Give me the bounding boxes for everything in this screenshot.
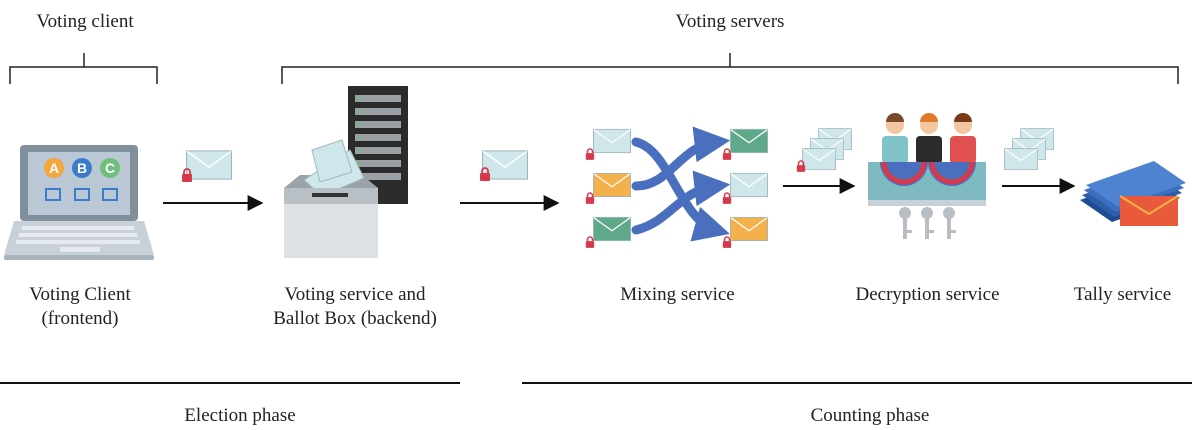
voting-client-label-line2: (frontend) [41,308,119,329]
election-phase-label: Election phase [184,405,296,426]
server-rack-icon [348,86,408,204]
ballot-choice-a: A [49,160,59,176]
voting-service-label: Voting service and Ballot Box (backend) [240,283,470,331]
decryption-service-label: Decryption service [855,284,1000,305]
voting-client-label: Voting Client (frontend) [0,283,160,331]
trustees-icon [882,113,976,164]
client-bracket [9,53,158,84]
ballot-stack-icon [1080,161,1186,226]
laptop-icon [4,145,154,260]
decryption-table [868,161,986,206]
voting-service-label-line1: Voting service and [284,284,426,305]
envelope-icon [186,150,232,180]
ballot-box-icon [284,139,378,258]
mixing-input-envelopes [585,128,631,248]
voting-client-label-line1: Voting Client [29,284,131,305]
envelope-stack-icon-2 [1004,128,1054,170]
mix-arrows-icon [631,126,731,242]
mixing-output-envelopes [722,128,768,248]
ballot-choice-c: C [105,160,115,176]
group-label-voting-client: Voting client [36,11,134,32]
mixing-service-label: Mixing service [620,284,735,305]
servers-bracket [281,53,1179,84]
tally-service-label: Tally service [1073,284,1172,305]
key-icon [899,207,956,239]
counting-phase-label: Counting phase [810,405,930,426]
group-label-voting-servers: Voting servers [675,11,785,32]
voting-service-label-line2: Ballot Box (backend) [273,308,437,329]
envelope-stack-icon [796,128,852,172]
ballot-choice-b: B [77,160,87,176]
